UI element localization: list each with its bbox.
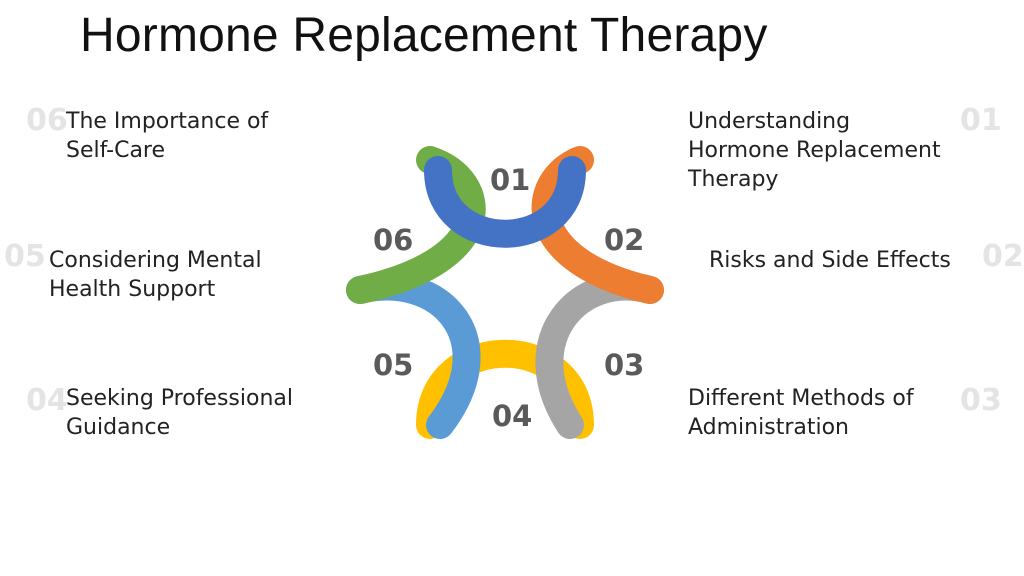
page-title: Hormone Replacement Therapy [80, 9, 768, 62]
item-number-01: 01 [960, 103, 1002, 138]
item-number-04: 04 [26, 383, 68, 418]
segment-number-03: 03 [604, 348, 644, 382]
segment-04 [416, 339, 594, 439]
petal-ring-svg: 01 02 03 04 05 06 [346, 146, 664, 439]
item-label-05: Considering Mental Health Support [49, 248, 262, 302]
petal-ring-diagram: 01 02 03 04 05 06 [320, 130, 700, 450]
segment-number-01: 01 [490, 163, 530, 197]
segment-number-04: 04 [492, 399, 532, 433]
segment-number-02: 02 [604, 223, 644, 257]
item-number-05: 05 [4, 239, 46, 274]
item-number-02: 02 [982, 239, 1024, 274]
item-number-06: 06 [26, 103, 68, 138]
item-number-03: 03 [960, 383, 1002, 418]
segment-01 [424, 156, 586, 248]
segment-number-05: 05 [373, 348, 413, 382]
item-label-02: Risks and Side Effects [709, 248, 951, 273]
segment-number-06: 06 [373, 223, 413, 257]
item-label-03: Different Methods of Administration [688, 386, 914, 440]
item-label-04: Seeking Professional Guidance [66, 386, 294, 440]
item-label-06: The Importance of Self-Care [66, 109, 269, 163]
item-label-01: Understanding Hormone Replacement Therap… [688, 109, 941, 192]
